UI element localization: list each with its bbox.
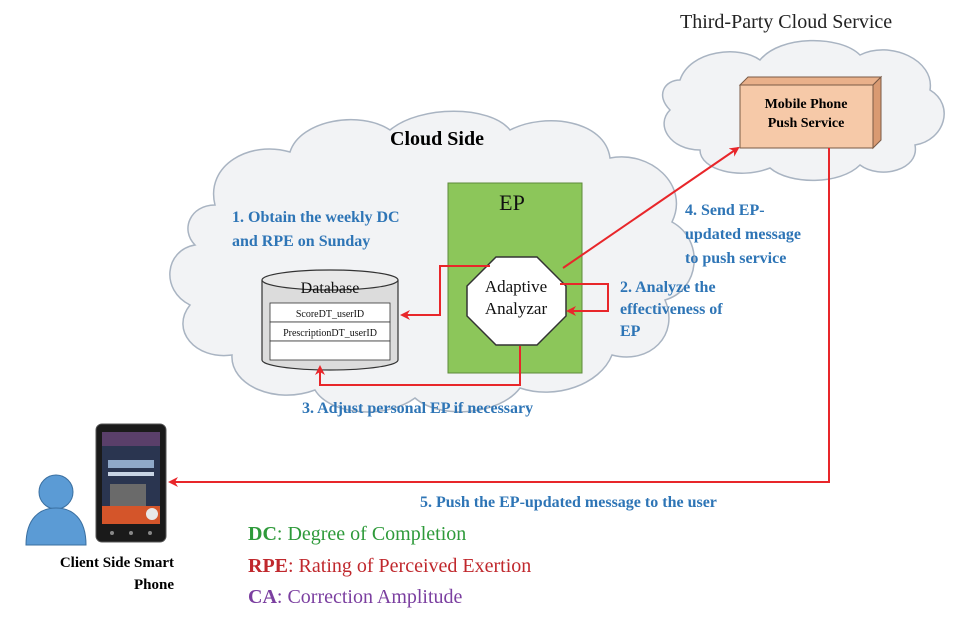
legend-rpe-text: : Rating of Perceived Exertion: [288, 555, 532, 577]
arrow-step4: [562, 146, 740, 269]
adaptive-analyzer-octagon: [466, 256, 567, 346]
client-side-label: Client Side Smart Phone: [14, 552, 174, 596]
user-icon: [25, 474, 87, 546]
arrow-step3: [315, 346, 521, 386]
legend-rpe-abbr: RPE: [248, 555, 288, 577]
step2-line2: effectiveness of: [620, 301, 723, 318]
client-label-line1: Client Side Smart: [59, 555, 174, 571]
legend-dc-text: : Degree of Completion: [276, 523, 467, 545]
database-title: Database: [301, 280, 360, 297]
analyzer-line2: Analyzar: [485, 299, 548, 318]
cloud-side-label: Cloud Side: [390, 128, 484, 150]
push-service-line2: Push Service: [768, 116, 845, 131]
push-service-box: [738, 75, 883, 150]
arrow-step2: [560, 283, 609, 316]
legend-dc-abbr: DC: [248, 523, 277, 545]
third-party-label: Third-Party Cloud Service: [680, 11, 892, 33]
database-row-prescription: PrescriptionDT_userID: [283, 328, 377, 339]
cloud-side: [169, 110, 695, 413]
push-service-line1: Mobile Phone: [765, 97, 848, 112]
analyzer-line1: Adaptive: [485, 277, 547, 296]
step4-line2: updated message: [685, 226, 801, 243]
arrow-step1: [400, 265, 490, 320]
step1-line1: 1. Obtain the weekly DC: [232, 209, 400, 226]
smartphone-icon: [95, 423, 167, 543]
arrow-step5: [168, 148, 830, 487]
ep-label: EP: [499, 190, 525, 215]
step3-label: 3. Adjust personal EP if necessary: [302, 400, 533, 417]
cloud-side-shape: [169, 110, 695, 413]
database-cylinder: [261, 269, 399, 371]
step2-line3: EP: [620, 323, 641, 340]
step1-line2: and RPE on Sunday: [232, 233, 370, 250]
client-label-line2: Phone: [133, 577, 174, 593]
step4-line3: to push service: [685, 250, 786, 267]
legend-ca: CA: Correction Amplitude: [248, 586, 462, 609]
step2-line1: 2. Analyze the: [620, 279, 716, 296]
step5-label: 5. Push the EP-updated message to the us…: [420, 494, 717, 511]
legend-rpe: RPE: Rating of Perceived Exertion: [248, 555, 531, 578]
legend-ca-text: : Correction Amplitude: [276, 586, 463, 608]
legend-dc: DC: Degree of Completion: [248, 523, 466, 546]
step4-line1: 4. Send EP-: [685, 202, 765, 219]
legend-ca-abbr: CA: [248, 586, 277, 608]
database-row-score: ScoreDT_userID: [296, 309, 364, 320]
